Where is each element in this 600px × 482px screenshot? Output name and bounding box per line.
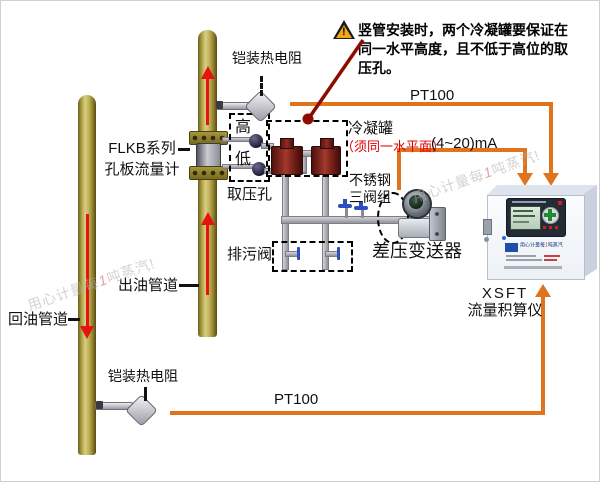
- warning-icon-mark: !: [342, 26, 346, 38]
- condensate-tank-right-neck: [320, 138, 334, 149]
- manifold-label-line1: 不锈钢: [349, 172, 391, 188]
- ma-wire-vertical: [523, 148, 527, 174]
- outlet-pipe-label: 出油管道: [118, 277, 179, 294]
- button-led: [543, 226, 546, 229]
- brand-logo: [505, 243, 518, 252]
- rtd-top-label: 铠装热电阻: [232, 50, 302, 66]
- pressure-tap-label: 取压孔: [227, 186, 273, 203]
- annotation-pointer-line: [302, 39, 365, 125]
- flow-meter-label-line2: 孔板流量计: [104, 161, 180, 178]
- box-slogan-text: 用心计量每1吨蒸汽: [520, 242, 563, 248]
- button-led: [555, 226, 558, 229]
- rtd-bottom-head: [125, 394, 158, 427]
- flow-arrow-down-shaft: [86, 214, 89, 326]
- high-pressure-tap-fitting: [249, 134, 263, 148]
- flow-arrow-up-icon: [201, 66, 215, 79]
- label-connector-line: [68, 318, 80, 321]
- ma-wire-horizontal: [397, 148, 527, 152]
- box-company-line: [504, 266, 562, 269]
- condensate-tank-note: （须同一水平面）: [341, 139, 446, 154]
- ma-wire-drop: [397, 150, 401, 190]
- rtd-bottom-label: 铠装热电阻: [108, 368, 178, 384]
- box-fine-print-line-red: [544, 255, 560, 257]
- condensate-tank-label: 冷凝罐: [348, 120, 394, 137]
- button-led: [549, 226, 552, 229]
- transmitter-flange-block: [429, 207, 446, 241]
- label-connector-line: [179, 284, 199, 287]
- outlet-oil-pipe: [198, 30, 217, 337]
- warning-icon-fill: [336, 25, 352, 38]
- pressure-tap-dashed-box: [229, 113, 270, 182]
- totalizer-label-line2: 流量积算仪: [467, 302, 543, 319]
- orifice-flange-bottom: [189, 166, 228, 180]
- drain-valve-label: 排污阀: [227, 246, 273, 263]
- lcd-reading-line: [513, 215, 535, 217]
- box-hinge: [483, 219, 492, 235]
- rtd-top-fitting: [216, 101, 223, 109]
- drain-valve-dashed-box: [272, 241, 353, 272]
- box-fine-print-line: [506, 259, 542, 261]
- manifold-valve-stem: [361, 210, 364, 218]
- box-fine-print-line-red: [544, 259, 557, 261]
- box-hinge-knob: [484, 237, 489, 242]
- totalizer-label-line1: XSFT: [481, 285, 529, 302]
- wire-arrow-up-icon: [535, 284, 551, 297]
- condensate-tank-left: [271, 146, 303, 175]
- pt100-bottom-wire-vertical: [541, 297, 545, 415]
- transmitter-display: [409, 195, 423, 209]
- three-valve-manifold-label: 不锈钢 三阀组: [349, 172, 391, 206]
- condensate-tank-right: [311, 146, 341, 175]
- keypad-cross-horizontal: [544, 213, 556, 217]
- flow-arrow-up-shaft: [206, 79, 209, 125]
- flow-arrow-down-icon: [80, 326, 94, 339]
- pt100-bottom-label: PT100: [274, 391, 319, 408]
- manifold-valve-knob: [343, 199, 347, 204]
- flow-meter-label-line1: FLKB系列: [108, 140, 176, 157]
- manifold-valve-handle: [338, 204, 352, 208]
- warning-note-text: 竖管安装时，两个冷凝罐要保证在同一水平高度，且不低于高位的取压孔。: [358, 22, 568, 76]
- box-lock-dot: [502, 236, 506, 240]
- high-tap-label: 高: [235, 119, 252, 136]
- pt100-bottom-wire-horizontal: [170, 411, 545, 415]
- totalizer-box-top-face: [487, 185, 597, 195]
- rtd-bottom-fitting: [96, 401, 103, 409]
- flow-arrow-up-shaft: [206, 225, 209, 295]
- pt100-top-wire-horizontal: [290, 102, 553, 106]
- totalizer-label: XSFT 流量积算仪: [452, 285, 558, 319]
- low-pressure-tap-fitting: [252, 162, 266, 176]
- flow-meter-label: FLKB系列 孔板流量计: [100, 138, 184, 180]
- flow-arrow-up-icon: [201, 212, 215, 225]
- manifold-valve-handle: [354, 206, 368, 210]
- totalizer-box-side-face: [583, 185, 597, 278]
- rtd-top-pointer-line: [260, 76, 263, 96]
- pt100-top-label: PT100: [410, 87, 455, 104]
- manifold-valve-stem: [345, 208, 348, 218]
- label-connector-line: [178, 148, 190, 151]
- condensate-tank-left-neck: [280, 138, 294, 149]
- rtd-bottom-pointer-line: [144, 387, 147, 401]
- totalizer-panel-title-strip: [512, 201, 546, 203]
- drain-valve-handle: [337, 247, 340, 260]
- lcd-reading-line: [513, 221, 529, 223]
- low-tap-label: 低: [235, 151, 252, 168]
- wire-arrow-down-icon: [517, 173, 533, 186]
- drain-valve-handle: [297, 247, 300, 260]
- manifold-valve-knob: [359, 201, 363, 206]
- lcd-reading-line: [513, 210, 533, 212]
- wire-arrow-down-icon: [543, 173, 559, 186]
- pt100-top-wire-vertical: [549, 102, 553, 174]
- dp-transmitter-label: 差压变送器: [372, 241, 462, 261]
- ma-signal-label: (4~20)mA: [431, 135, 498, 152]
- box-fine-print-line: [506, 255, 536, 257]
- status-led: [558, 201, 562, 205]
- return-pipe-label: 回油管道: [8, 311, 69, 328]
- manifold-label-line2: 三阀组: [349, 189, 391, 205]
